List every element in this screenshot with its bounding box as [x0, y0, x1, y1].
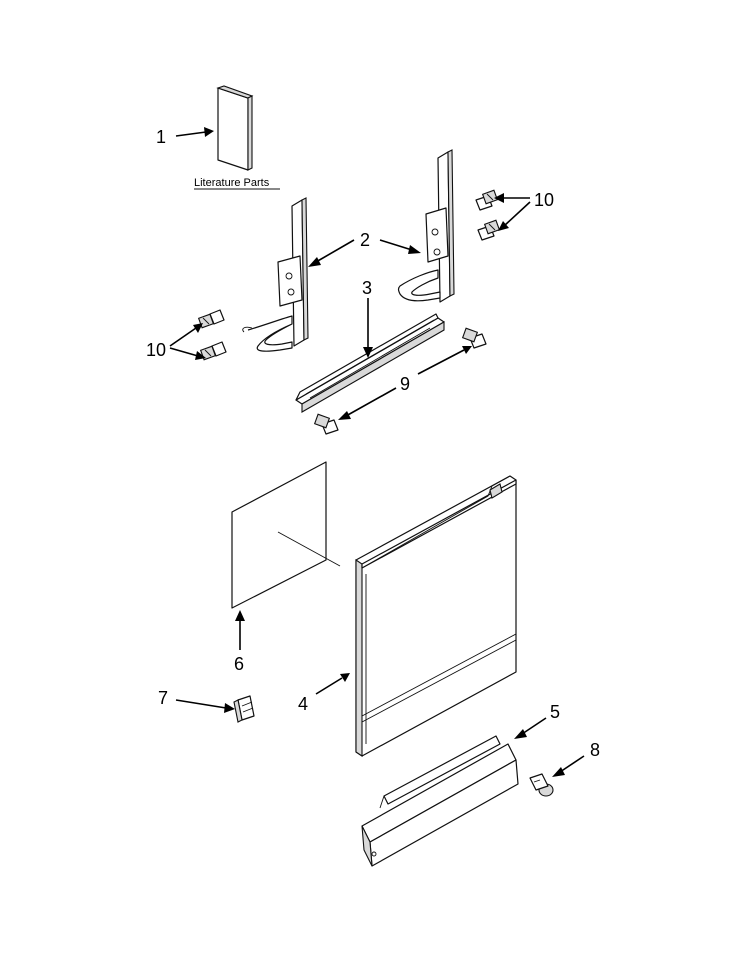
callout-8: 8: [590, 740, 600, 760]
callout-4: 4: [298, 694, 308, 714]
callout-3: 3: [362, 278, 372, 298]
callout-1: 1: [156, 127, 166, 147]
callout-10-right: 10: [534, 190, 554, 210]
leader-2: [308, 239, 421, 267]
rail-screw-right[interactable]: [461, 327, 487, 349]
callout-7: 7: [158, 688, 168, 708]
callout-9: 9: [400, 374, 410, 394]
screw-right-lower[interactable]: [477, 219, 501, 241]
door-support-rail[interactable]: [295, 313, 445, 413]
screw-right-upper[interactable]: [475, 189, 499, 211]
leader-4: [315, 673, 350, 695]
door-clip[interactable]: [233, 695, 255, 723]
callout-5: 5: [550, 702, 560, 722]
hinge-bracket-left[interactable]: [242, 197, 309, 352]
leader-8: [552, 755, 585, 777]
callout-2: 2: [360, 230, 370, 250]
toe-kick-plate[interactable]: [361, 735, 519, 867]
callout-6: 6: [234, 654, 244, 674]
door-panel-sheet[interactable]: [231, 461, 327, 609]
leader-5: [514, 717, 547, 739]
screw-left-upper[interactable]: [197, 309, 225, 329]
leader-3: [363, 298, 373, 358]
hinge-bracket-right[interactable]: [397, 149, 455, 303]
leader-1: [175, 127, 214, 137]
leader-10-left: [169, 323, 206, 360]
rail-screw-left[interactable]: [313, 413, 339, 435]
leader-9: [338, 346, 472, 420]
leader-6: [235, 610, 245, 650]
leader-10-right: [494, 193, 531, 231]
literature-parts-booklet[interactable]: [216, 85, 254, 171]
leader-7: [175, 699, 235, 713]
screw-left-lower[interactable]: [199, 341, 227, 361]
literature-parts-caption: Literature Parts: [194, 177, 270, 189]
callout-10-left: 10: [146, 340, 166, 360]
outer-door-panel[interactable]: [355, 475, 517, 758]
kick-plate-fastener[interactable]: [529, 773, 554, 797]
panel-sheet-guide-line: [277, 531, 341, 567]
